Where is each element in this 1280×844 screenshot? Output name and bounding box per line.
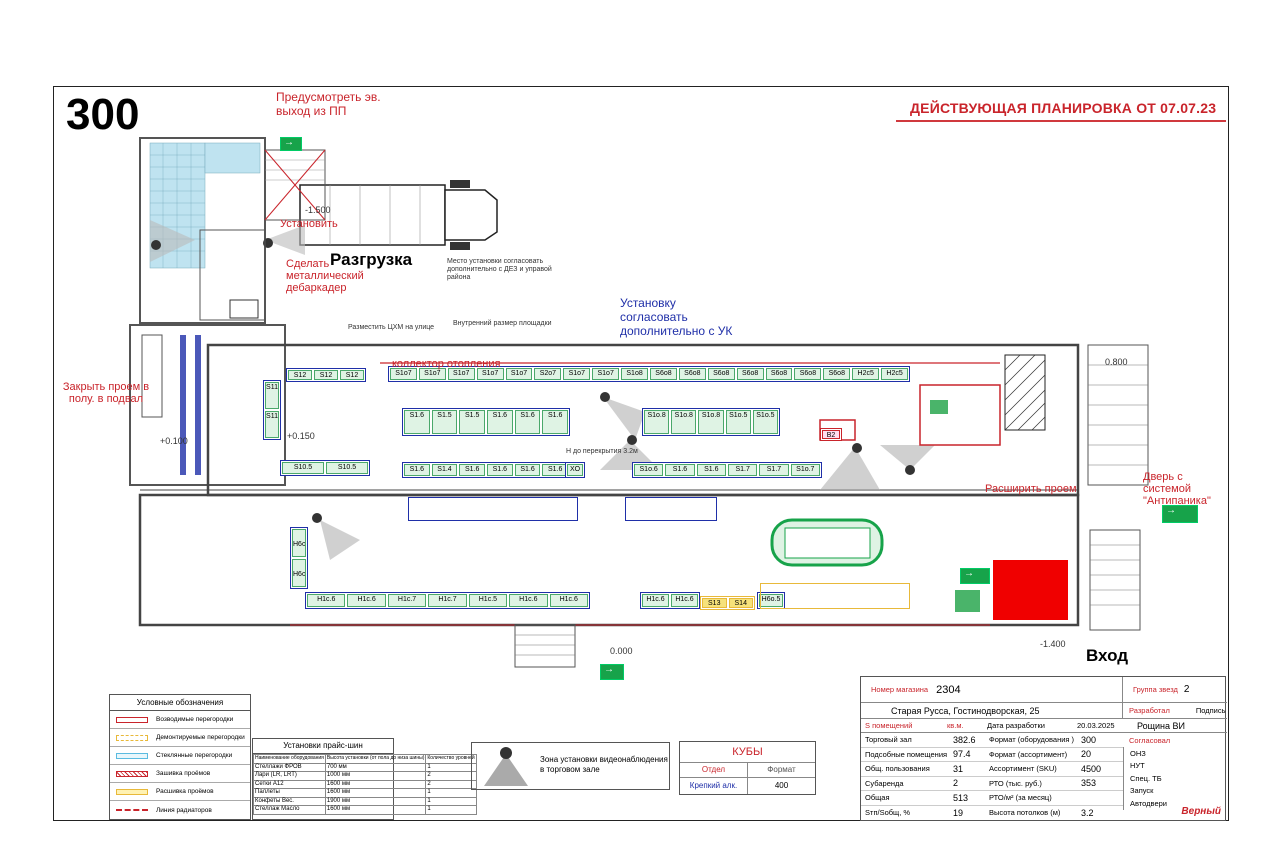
note-cxm: Разместить ЦХМ на улице bbox=[348, 324, 435, 331]
shelf-xo: XO bbox=[565, 462, 585, 478]
label-entrance: Вход bbox=[1086, 646, 1129, 665]
level-0150: +0.150 bbox=[287, 431, 315, 441]
exit-sign-icon bbox=[960, 568, 990, 584]
camera-icon bbox=[484, 747, 528, 786]
brand-logo: Верный bbox=[1181, 806, 1221, 817]
note-install: Установить bbox=[280, 218, 338, 230]
exit-sign-icon bbox=[280, 137, 302, 151]
fridge-row-2 bbox=[625, 497, 717, 521]
level-1500: -1.500 bbox=[305, 205, 331, 215]
note-heating: коллектор отопления bbox=[392, 358, 501, 370]
level-0800: 0.800 bbox=[1105, 357, 1128, 367]
note-agree-uk: Установку согласовать дополнительно с УК bbox=[620, 296, 733, 338]
note-metal-dock: Сделать металлический дебаркадер bbox=[286, 258, 364, 294]
store-info-table: Номер магазина 2304 Группа звезд 2 Стара… bbox=[860, 676, 1227, 821]
level-1400: -1.400 bbox=[1040, 639, 1066, 649]
legend: Условные обозначения Возводимые перегоро… bbox=[109, 694, 251, 820]
note-antipanic: Дверь с системой "Антипаника" bbox=[1143, 471, 1211, 507]
exit-sign-icon bbox=[1162, 505, 1198, 523]
note-close-opening: Закрыть проем в полу. в подвал bbox=[62, 381, 150, 405]
ceiling-note: Н до перекрытия 3.2м bbox=[566, 448, 638, 455]
level-0000: 0.000 bbox=[610, 646, 633, 656]
price-rails-table: Установки прайс-шин Наименование оборудо… bbox=[252, 738, 477, 820]
shelf-b2: B2 bbox=[820, 428, 842, 441]
store-format-number: 300 bbox=[66, 90, 140, 139]
camera-legend: Зона установки видеонаблюдения в торгово… bbox=[471, 742, 670, 790]
red-zone bbox=[993, 560, 1068, 620]
exit-sign-icon bbox=[600, 664, 624, 680]
shelf-h6: H6o.5 bbox=[757, 592, 785, 609]
shelf-h6-vertical: H6o.6H6o.5 bbox=[290, 527, 308, 589]
note-expand: Расширить проем bbox=[985, 483, 1077, 495]
drawing-frame bbox=[53, 86, 1229, 821]
note-inner-size: Внутренний размер площадки bbox=[453, 320, 552, 327]
fridge-row bbox=[408, 497, 578, 521]
level-0100: +0.100 bbox=[160, 436, 188, 446]
status-title: ДЕЙСТВУЮЩАЯ ПЛАНИРОВКА ОТ 07.07.23 bbox=[896, 96, 1226, 122]
label-unloading: Разгрузка bbox=[330, 250, 413, 269]
kuby-table: КУБЫ Отдел Формат Крепкий алк. 400 bbox=[679, 741, 816, 795]
pallet-row bbox=[760, 583, 910, 609]
note-place: Место установки согласовать дополнительн… bbox=[447, 258, 552, 281]
note-emergency-exit: Предусмотреть эв. выход из ПП bbox=[276, 90, 381, 118]
